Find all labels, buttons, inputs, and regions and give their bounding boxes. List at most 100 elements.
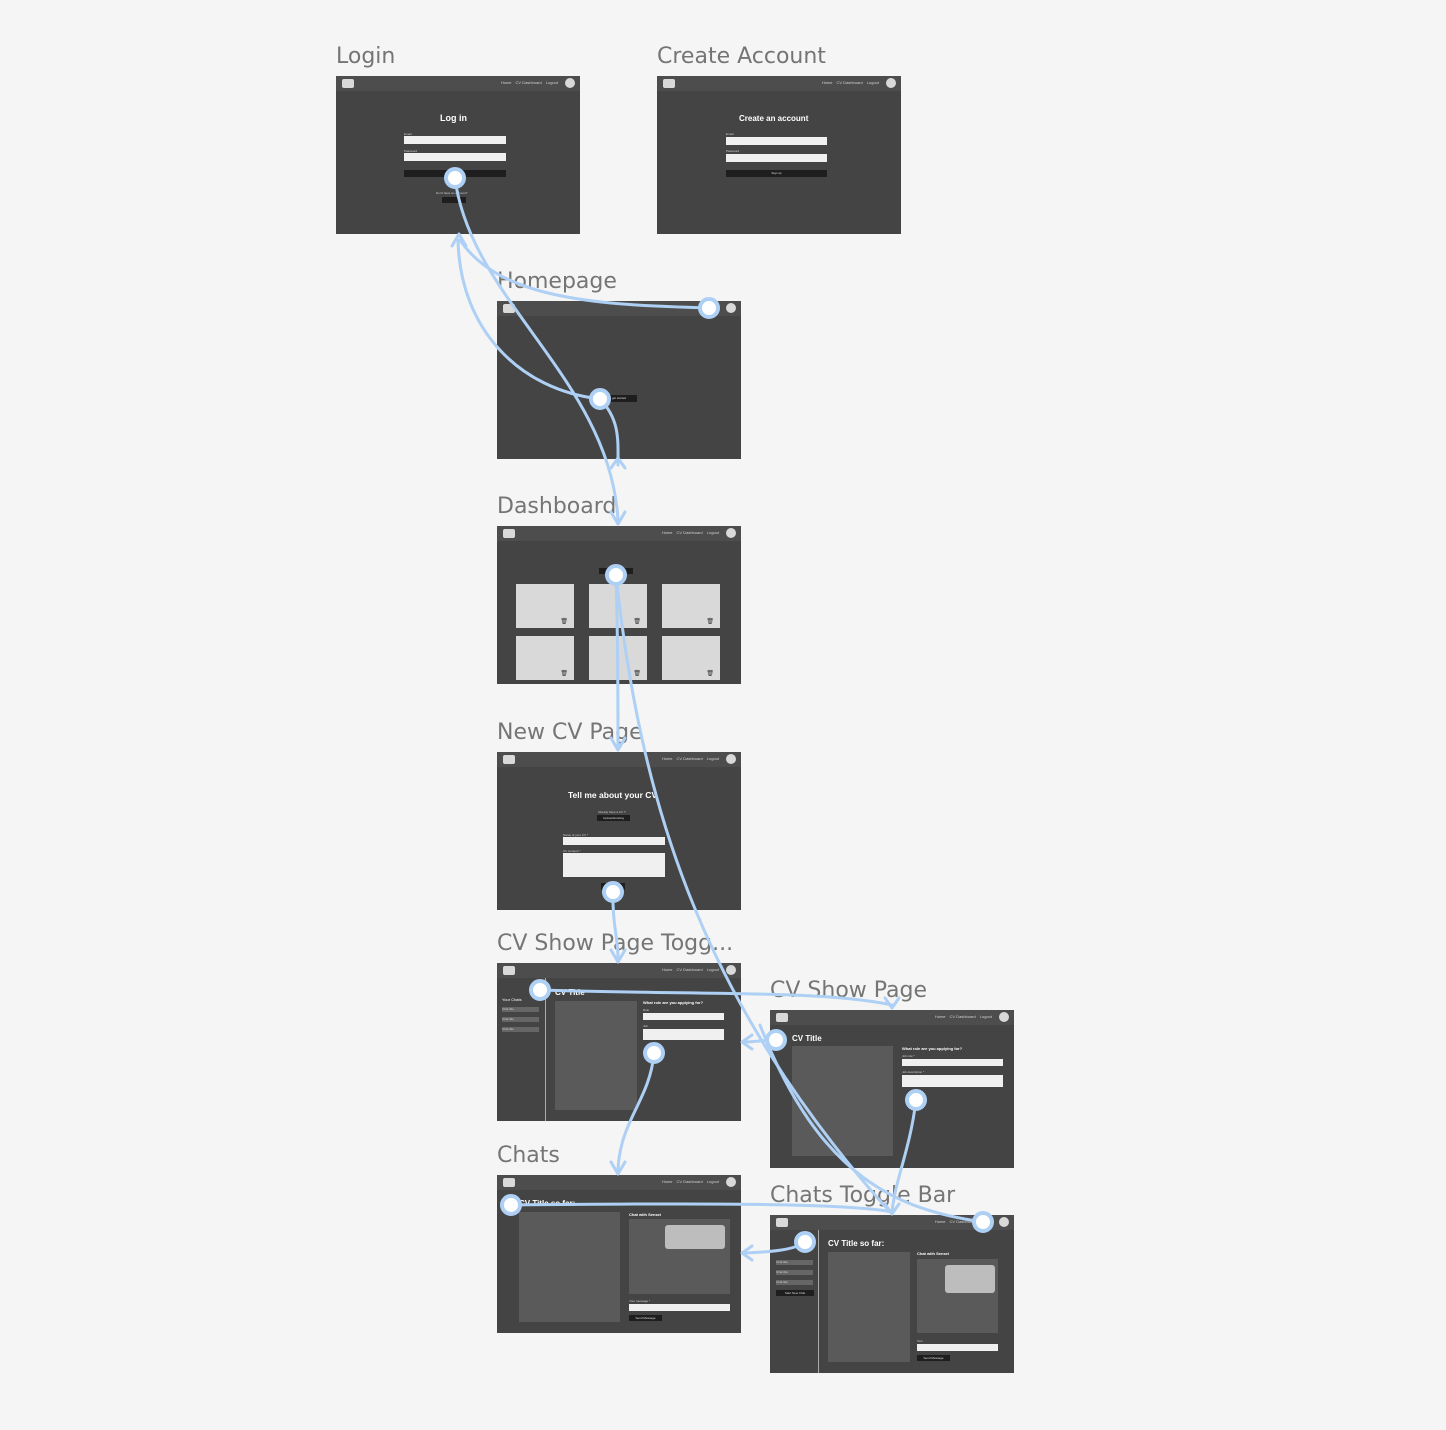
upload-button[interactable]: Upload Existing (597, 815, 630, 821)
avatar[interactable] (726, 754, 736, 764)
signup-button[interactable] (442, 197, 466, 203)
cv-card[interactable]: 🗑 (662, 584, 720, 628)
email-label: Email (404, 132, 412, 136)
cv-card[interactable]: 🗑 (589, 584, 647, 628)
connection-node[interactable] (794, 1231, 816, 1253)
cv-card[interactable]: 🗑 (516, 584, 574, 628)
nav-dashboard[interactable]: CV Dashboard (676, 756, 703, 761)
chat-item[interactable]: Chat title (502, 1017, 539, 1022)
cv-card[interactable]: 🗑 (662, 636, 720, 680)
connection-node[interactable] (643, 1042, 665, 1064)
job-description-field[interactable] (902, 1075, 1003, 1087)
nav-dashboard[interactable]: CV Dashboard (676, 530, 703, 535)
arrowhead (609, 456, 627, 470)
nav-home[interactable]: Home (934, 1014, 946, 1019)
chat-item[interactable]: Chat title (502, 1027, 539, 1032)
chat-item[interactable]: Chat title (776, 1280, 813, 1285)
avatar[interactable] (726, 528, 736, 538)
chat-item[interactable]: Chat title (502, 1007, 539, 1012)
nav-dashboard[interactable]: CV Dashboard (836, 80, 863, 85)
cv-card[interactable]: 🗑 (589, 636, 647, 680)
connection-node[interactable] (444, 167, 466, 189)
chat-item[interactable]: Chat title (776, 1260, 813, 1265)
connection-node[interactable] (605, 564, 627, 586)
frame-label-dashboard: Dashboard (497, 494, 617, 519)
no-account-text: Don't have an account? (436, 191, 468, 195)
cv-content-panel (519, 1212, 620, 1322)
connection-node[interactable] (972, 1211, 994, 1233)
avatar[interactable] (999, 1012, 1009, 1022)
nav-dashboard[interactable]: CV Dashboard (676, 1179, 703, 1184)
message-field[interactable] (629, 1304, 730, 1311)
password-field[interactable] (726, 154, 827, 162)
arrowhead (450, 232, 468, 248)
nav-home[interactable]: Home (934, 1219, 946, 1224)
chat-item[interactable]: Chat title (776, 1270, 813, 1275)
user-message-bubble (665, 1225, 725, 1249)
cv-content-panel (555, 1001, 637, 1110)
avatar[interactable] (999, 1217, 1009, 1227)
trash-icon[interactable]: 🗑 (560, 671, 568, 677)
avatar[interactable] (565, 78, 575, 88)
job-description-field[interactable] (643, 1029, 724, 1040)
nav-home[interactable]: Home (661, 1179, 673, 1184)
job-role-field[interactable] (902, 1059, 1003, 1066)
chat-heading: Chat with Sensei (629, 1212, 662, 1217)
logo (776, 1013, 788, 1022)
avatar[interactable] (726, 965, 736, 975)
nav-logout[interactable]: Logout (545, 80, 558, 85)
trash-icon[interactable]: 🗑 (633, 619, 641, 625)
new-chat-button[interactable]: Start New Chat (776, 1290, 814, 1296)
email-field[interactable] (726, 137, 827, 145)
connection-node[interactable] (500, 1194, 522, 1216)
connection-node[interactable] (589, 388, 611, 410)
email-field[interactable] (404, 136, 506, 144)
nav-home[interactable]: Home (661, 967, 673, 972)
trash-icon[interactable]: 🗑 (706, 671, 714, 677)
chat-sidebar: Chat title Chat title Chat title Start N… (770, 1230, 819, 1373)
trash-icon[interactable]: 🗑 (706, 619, 714, 625)
message-field[interactable] (917, 1344, 998, 1351)
password-field[interactable] (404, 153, 506, 161)
cv-name-field[interactable] (563, 837, 665, 845)
connection-node[interactable] (765, 1029, 787, 1051)
trash-icon[interactable]: 🗑 (633, 671, 641, 677)
avatar[interactable] (886, 78, 896, 88)
send-message-button[interactable]: Send Message (629, 1315, 662, 1321)
cv-name-label: Name of your CV * (563, 833, 589, 837)
nav-logout[interactable]: Logout (979, 1014, 992, 1019)
signup-button[interactable]: Sign up (726, 170, 827, 177)
connection-node[interactable] (698, 297, 720, 319)
connection-node[interactable] (602, 881, 624, 903)
frame-homepage[interactable]: get started (497, 301, 741, 459)
cv-content-field[interactable] (563, 853, 665, 877)
nav-home[interactable]: Home (661, 530, 673, 535)
nav-dashboard[interactable]: CV Dashboard (515, 80, 542, 85)
nav-home[interactable]: Home (821, 80, 833, 85)
arrowhead (740, 1033, 754, 1051)
avatar[interactable] (726, 303, 736, 313)
nav-dashboard[interactable]: CV Dashboard (949, 1014, 976, 1019)
nav-logout[interactable]: Logout (706, 756, 719, 761)
trash-icon[interactable]: 🗑 (560, 619, 568, 625)
job-role-field[interactable] (643, 1013, 724, 1020)
nav-logout[interactable]: Logout (706, 1179, 719, 1184)
connection-node[interactable] (905, 1089, 927, 1111)
connection-node[interactable] (529, 979, 551, 1001)
send-message-button[interactable]: Send Message (917, 1355, 950, 1361)
nav-dashboard[interactable]: CV Dashboard (676, 967, 703, 972)
nav-logout[interactable]: Logout (866, 80, 879, 85)
nav-logout[interactable]: Logout (706, 530, 719, 535)
cv-title: CV Title (792, 1034, 822, 1043)
frame-label-chats-toggle: Chats Toggle Bar (770, 1183, 956, 1208)
cv-card[interactable]: 🗑 (516, 636, 574, 680)
nav-home[interactable]: Home (661, 756, 673, 761)
avatar[interactable] (726, 1177, 736, 1187)
nav-logout[interactable]: Logout (706, 967, 719, 972)
nav-home[interactable]: Home (500, 80, 512, 85)
